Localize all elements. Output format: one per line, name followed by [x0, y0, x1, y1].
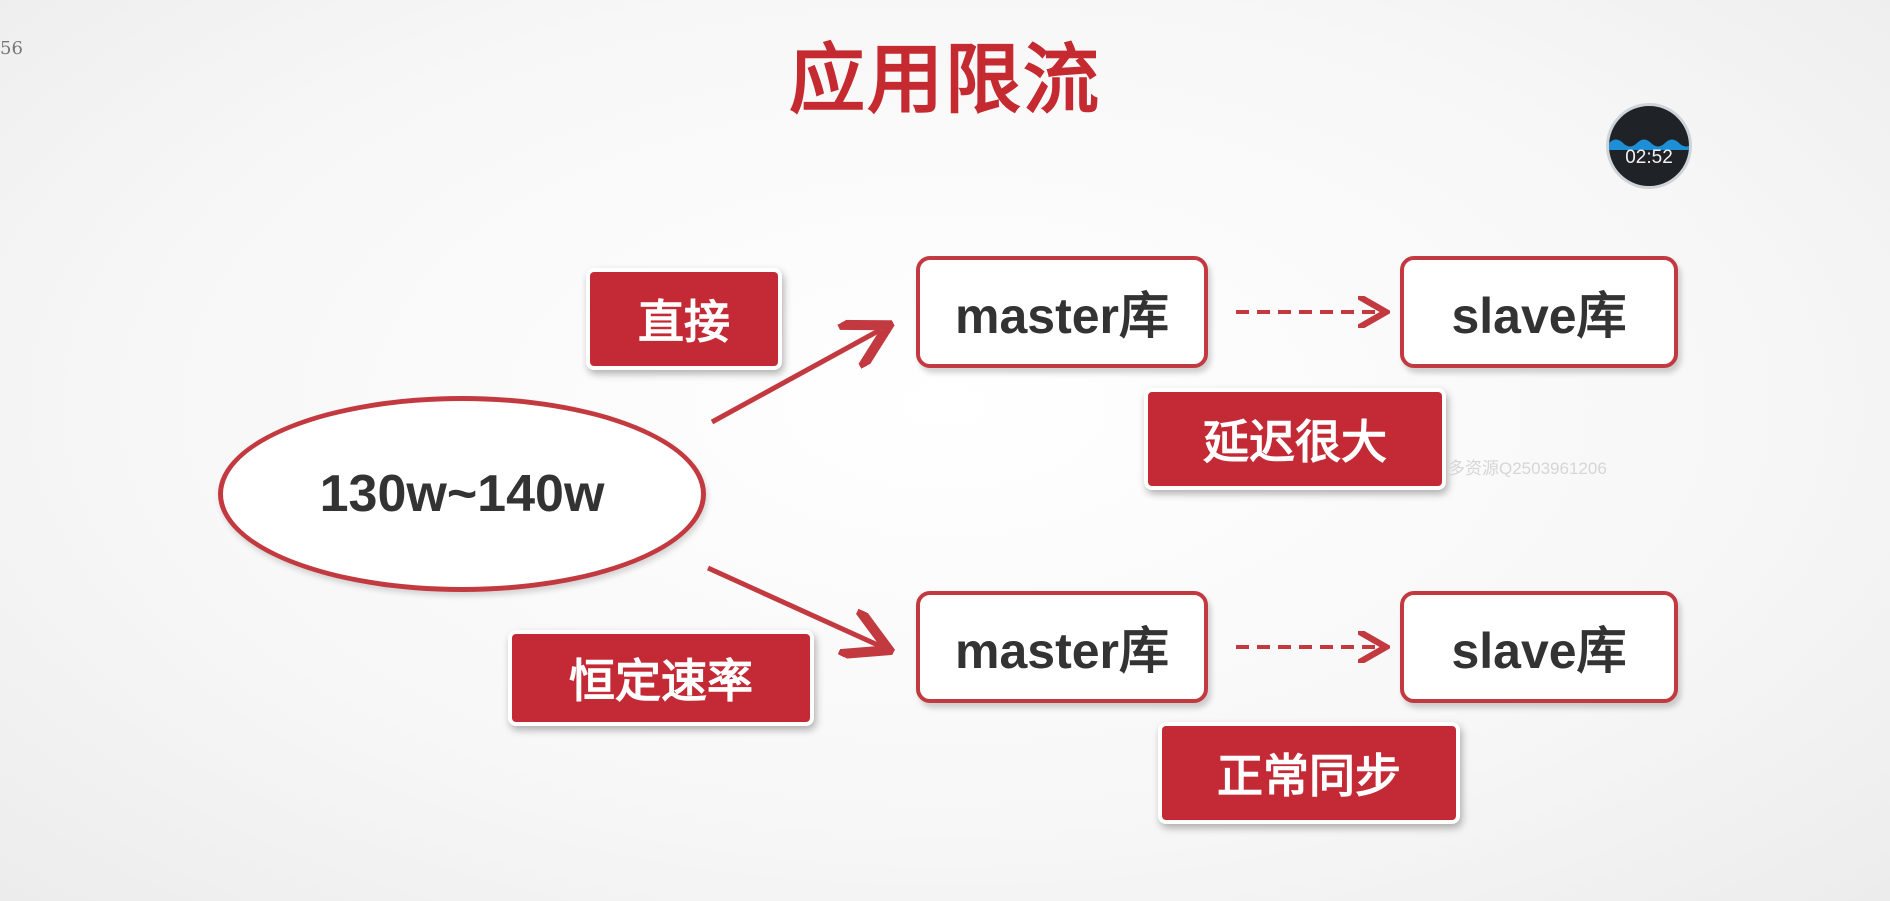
status-normal-sync-label: 正常同步 — [1217, 749, 1401, 803]
watermark: 多资源Q2503961206 — [1448, 459, 1607, 478]
tag-direct-label: 直接 — [638, 295, 730, 349]
lower-slave-box: slave库 — [1400, 591, 1678, 703]
lower-master-box: master库 — [916, 591, 1208, 703]
source-ellipse: 130w~140w — [218, 396, 706, 592]
tag-constant-rate: 恒定速率 — [508, 630, 814, 726]
tag-direct: 直接 — [586, 268, 782, 370]
tag-constant-rate-label: 恒定速率 — [569, 654, 753, 708]
status-normal-sync: 正常同步 — [1158, 722, 1460, 824]
upper-master-box: master库 — [916, 256, 1208, 368]
upper-master-label: master库 — [955, 288, 1169, 344]
timer-label: 02:52 — [1625, 147, 1673, 168]
wave-icon — [1609, 139, 1689, 150]
upper-slave-box: slave库 — [1400, 256, 1678, 368]
lower-master-label: master库 — [955, 623, 1169, 679]
corner-number: 56 — [0, 38, 23, 59]
source-label: 130w~140w — [319, 465, 605, 523]
page-title: 应用限流 — [789, 35, 1101, 124]
lower-slave-label: slave库 — [1451, 623, 1627, 679]
timer-widget[interactable]: 02:52 — [1606, 103, 1692, 189]
arrow-upper — [710, 330, 880, 425]
upper-slave-label: slave库 — [1451, 288, 1627, 344]
status-delayed: 延迟很大 — [1144, 388, 1446, 490]
status-delayed-label: 延迟很大 — [1203, 415, 1387, 469]
arrow-lower — [706, 565, 880, 646]
